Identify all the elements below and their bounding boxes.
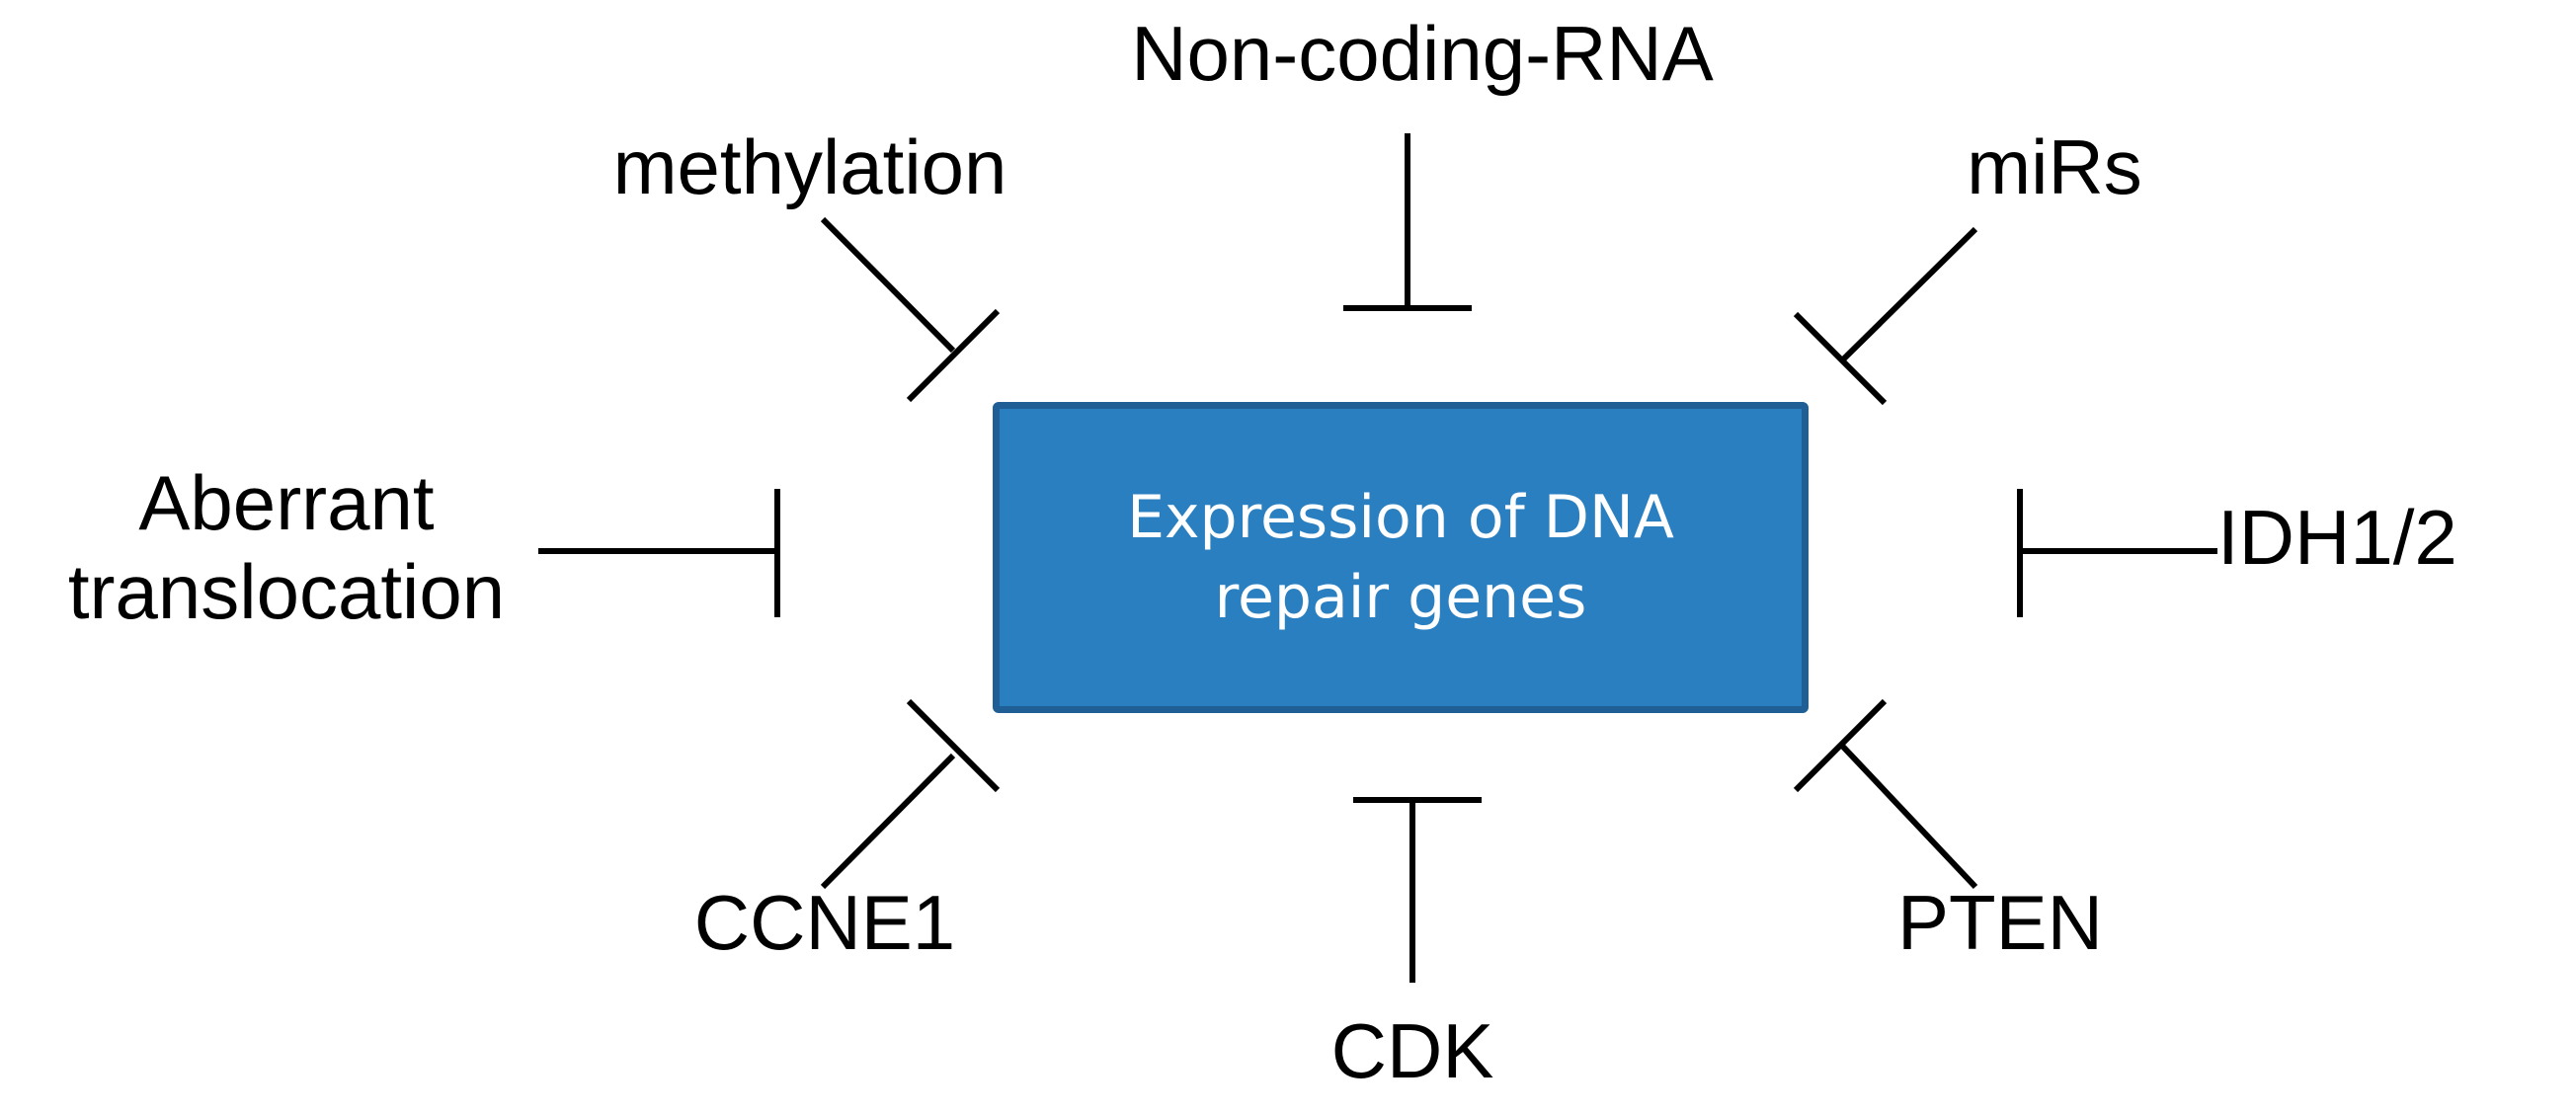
edge-aberrant bbox=[538, 489, 780, 617]
edge-methylation bbox=[820, 216, 1001, 403]
center-node-label: Expression of DNA repair genes bbox=[1127, 482, 1674, 632]
edge-methylation-bar bbox=[906, 308, 1001, 403]
edge-mirs-bar bbox=[1793, 311, 1888, 406]
edge-pten-stem bbox=[1839, 743, 1978, 890]
edge-noncoding bbox=[1343, 133, 1472, 311]
label-ccne1: CCNE1 bbox=[693, 879, 956, 966]
edge-mirs bbox=[1793, 226, 1978, 406]
label-idh1-2: IDH1/2 bbox=[2217, 494, 2457, 581]
edge-ccne1-bar bbox=[906, 698, 1001, 793]
label-mirs: miRs bbox=[1967, 123, 2142, 210]
edge-ccne1-stem bbox=[820, 753, 956, 890]
edge-cdk bbox=[1353, 797, 1482, 983]
label-pten: PTEN bbox=[1896, 879, 2104, 966]
center-node-box: Expression of DNA repair genes bbox=[993, 402, 1809, 713]
edge-ccne1 bbox=[820, 698, 1001, 890]
label-aberrant-translocation: Aberrant translocation bbox=[67, 459, 506, 635]
label-noncoding-rna: Non-coding-RNA bbox=[1131, 10, 1714, 97]
label-cdk: CDK bbox=[1330, 1007, 1494, 1094]
label-methylation: methylation bbox=[612, 123, 1007, 210]
edge-mirs-stem bbox=[1839, 226, 1978, 363]
edge-idh bbox=[2017, 489, 2217, 617]
edge-pten bbox=[1793, 698, 1978, 890]
edge-methylation-stem bbox=[820, 216, 956, 354]
edge-pten-bar bbox=[1793, 698, 1888, 793]
